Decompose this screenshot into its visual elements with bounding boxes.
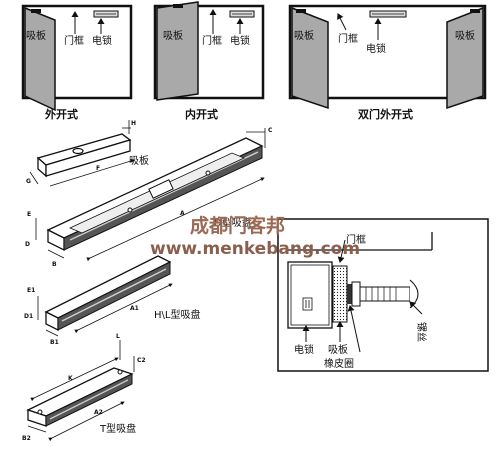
dim-g: G (26, 178, 31, 185)
frame-label: 门框 (64, 34, 84, 47)
dim-c: C (268, 127, 273, 134)
lock-label: 电锁 (92, 34, 112, 47)
door-leaf (156, 1, 199, 101)
frame-label: 门框 (338, 32, 358, 45)
t-type-maglock: L C2 K A2 B2 T型吸盘 (22, 333, 146, 442)
armature-plate-drawing: H G F 吸板 (26, 120, 149, 187)
door-leaf-left (291, 6, 329, 110)
dim-k: K (68, 375, 73, 382)
dim-b2: B2 (22, 435, 31, 442)
frame-label: 门框 (346, 233, 366, 246)
screw (359, 286, 411, 302)
dim-h: H (131, 120, 136, 127)
lock-label: 电锁 (294, 343, 314, 356)
plate-label: 吸板 (328, 343, 348, 356)
rubber-washer (347, 284, 352, 304)
t-type-label: T型吸盘 (99, 422, 136, 435)
d-type-maglock: C A E D B D型吸盘 (25, 127, 273, 268)
plate-label-right: 吸板 (455, 29, 475, 42)
panel-double: 吸板 门框 电锁 吸板 双门外开式 (288, 4, 487, 121)
rubber-label: 橡皮圈 (324, 357, 354, 370)
watermark-cn: 成都门客邦 (190, 214, 285, 237)
dim-b: B (52, 261, 57, 268)
panel-outward: 吸板 门框 电锁 外开式 (21, 4, 133, 121)
door-leaf (24, 6, 56, 112)
plate-label: 吸板 (163, 29, 183, 42)
dim-a2: A2 (94, 409, 103, 416)
plate-label: 吸板 (26, 29, 46, 42)
watermark-url: www.menkebang.com (150, 239, 360, 259)
lock-body (287, 261, 333, 329)
dim-f: F (96, 165, 100, 172)
dim-d1: D1 (24, 313, 33, 320)
hl-type-maglock: E1 D1 B1 A1 H\L型吸盘 (24, 255, 200, 346)
detail-box: 门框 电锁 吸板 橡皮圈 镙丝 (277, 218, 489, 372)
armature-plate-section (332, 265, 348, 323)
door-leaf-right (446, 6, 484, 110)
armature-label: 吸板 (129, 154, 149, 167)
caption: 外开式 (44, 107, 78, 121)
lock-label: 电锁 (366, 42, 386, 55)
d-type-label: D型吸盘 (214, 216, 252, 229)
dim-a1: A1 (130, 305, 139, 312)
armature-plate (31, 9, 41, 13)
dim-c2: C2 (137, 357, 146, 364)
caption: 内开式 (185, 107, 218, 121)
plate-label-left: 吸板 (294, 29, 314, 42)
caption: 双门外开式 (358, 107, 413, 121)
dim-l: L (116, 333, 120, 340)
dim-e1: E1 (27, 287, 35, 294)
dim-d: D (25, 241, 30, 248)
frame-label: 门框 (202, 34, 222, 47)
armature-plate (173, 4, 183, 8)
lock-label: 电锁 (230, 34, 250, 47)
dim-b1: B1 (50, 339, 59, 346)
panel-inward: 吸板 门框 电锁 内开式 (153, 1, 265, 121)
mounting-hole (72, 147, 84, 155)
dim-e: E (27, 211, 31, 218)
dim-a: A (180, 210, 185, 217)
hl-type-label: H\L型吸盘 (154, 308, 200, 321)
screw-label: 镙丝 (415, 322, 428, 342)
